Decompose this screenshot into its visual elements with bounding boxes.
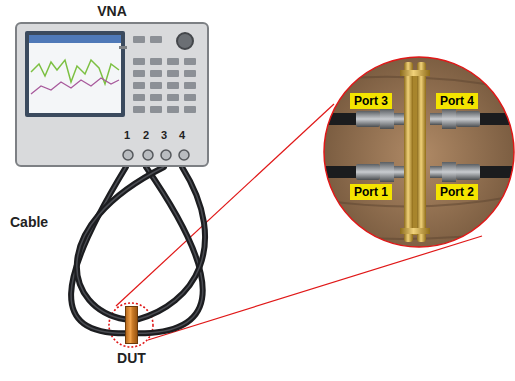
zoom-border <box>324 57 514 247</box>
instrument-box: VNA <box>15 22 209 167</box>
dut-block: DUT <box>125 306 138 344</box>
port-tag: Port 4 <box>436 93 478 109</box>
vna-front-panel <box>17 24 207 165</box>
port-label: Port 3 <box>354 94 388 108</box>
cable <box>138 167 205 319</box>
port-number: 4 <box>179 129 185 141</box>
port-tag: Port 2 <box>436 184 478 200</box>
port-label: Port 4 <box>440 94 474 108</box>
cable-sheen <box>138 167 205 319</box>
port-tag: Port 3 <box>350 93 392 109</box>
zoom-line <box>116 104 334 306</box>
port-number: 3 <box>161 129 167 141</box>
cable-label: Cable <box>10 214 48 230</box>
zoom-line <box>148 236 482 340</box>
zoom-photo <box>318 50 515 260</box>
port-label: Port 1 <box>354 185 388 199</box>
cable <box>77 167 164 319</box>
port-label: Port 2 <box>440 185 474 199</box>
port-number: 2 <box>143 129 149 141</box>
cable-sheen <box>77 167 164 319</box>
port-number: 1 <box>124 129 130 141</box>
dut-highlight <box>109 303 153 347</box>
node-heading: DUT <box>117 350 146 366</box>
node-heading: VNA <box>17 3 207 19</box>
port-tag: Port 1 <box>350 184 392 200</box>
